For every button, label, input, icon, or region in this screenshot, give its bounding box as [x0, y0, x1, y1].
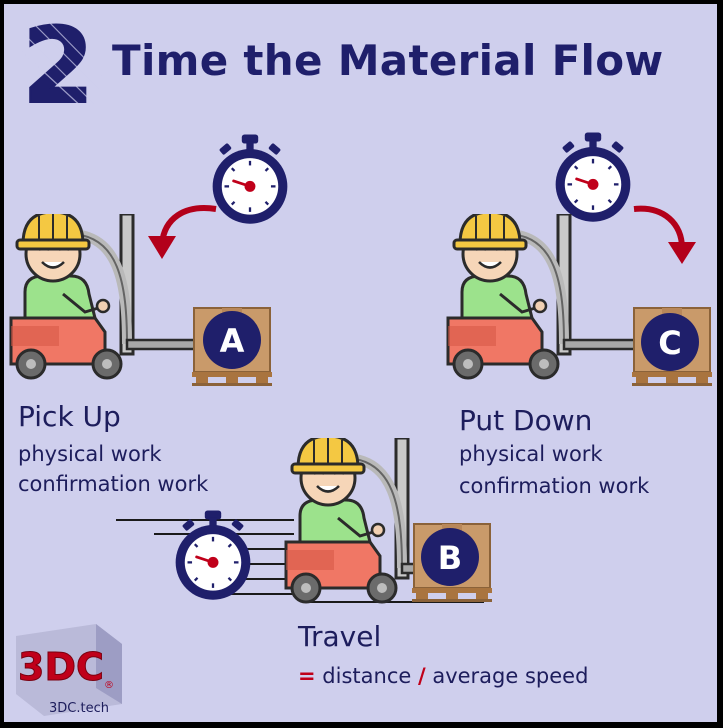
station-letter-a: A: [220, 322, 245, 360]
station-a: A: [11, 134, 289, 386]
station-b-heading: Travel: [298, 620, 382, 653]
arrow-down-icon: [668, 242, 696, 264]
formula-distance: distance: [322, 664, 412, 688]
forklift-icon: [11, 212, 207, 378]
stopwatch-icon: [554, 132, 632, 224]
station-c-heading: Put Down: [459, 404, 593, 437]
illustration-layer: 2 A C: [4, 4, 712, 716]
step-number: 2: [22, 5, 94, 127]
brand-caption: 3DC.tech: [49, 701, 109, 716]
formula-average-speed: average speed: [432, 664, 589, 688]
page-title: Time the Material Flow: [112, 36, 664, 85]
station-letter-c: C: [658, 324, 681, 362]
equals-sign: =: [298, 664, 316, 688]
station-b: B: [116, 436, 492, 602]
station-letter-b: B: [438, 539, 462, 577]
infographic-panel: 2 A C: [3, 3, 718, 723]
division-slash: /: [417, 664, 426, 688]
station-b-formula: = distance / average speed: [298, 664, 588, 688]
station-c: C: [448, 132, 712, 386]
stopwatch-icon: [211, 134, 289, 226]
station-a-line2: confirmation work: [18, 472, 209, 496]
step-number-badge: 2: [18, 4, 103, 128]
station-c-line1: physical work: [459, 442, 603, 466]
logo-mark: 3DC: [18, 645, 104, 689]
brand-logo: 3DC ®: [16, 624, 122, 716]
station-a-line1: physical work: [18, 442, 162, 466]
registered-mark: ®: [104, 680, 114, 691]
forklift-icon: [448, 212, 644, 378]
station-a-heading: Pick Up: [18, 400, 121, 433]
stopwatch-icon: [174, 510, 252, 602]
station-c-line2: confirmation work: [459, 474, 650, 498]
arrow-down-icon: [148, 236, 176, 259]
